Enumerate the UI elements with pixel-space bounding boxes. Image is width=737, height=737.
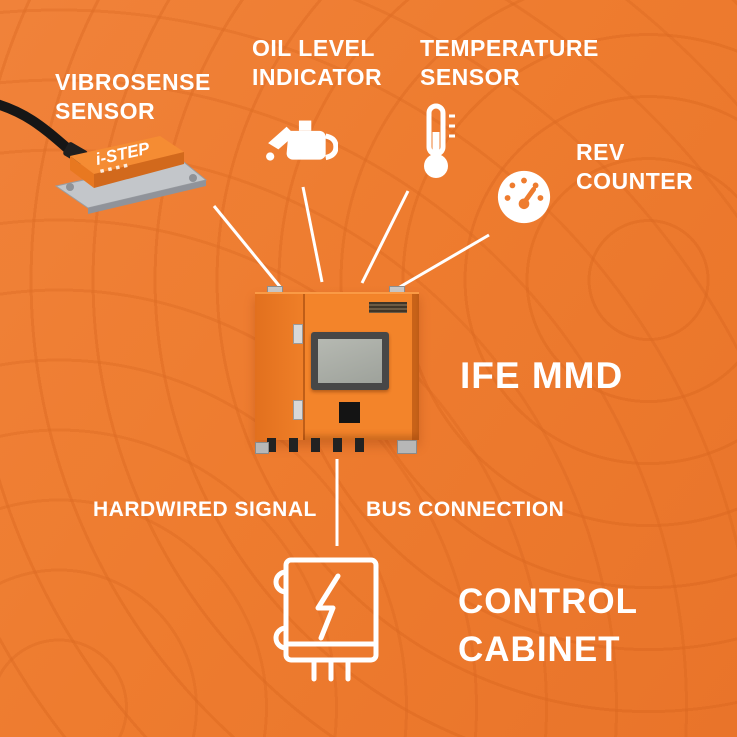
temperature-label-line1: TEMPERATURE (420, 35, 599, 61)
control-cabinet-icon (266, 552, 396, 692)
rev-counter-label: REV COUNTER (576, 138, 693, 196)
line-temperature-to-mmd (360, 190, 410, 284)
ife-mmd-device (255, 286, 419, 454)
rev-label-line1: REV (576, 139, 625, 165)
line-vibrosense-to-mmd (212, 205, 283, 289)
line-oil-to-mmd (301, 186, 324, 283)
display-screen (318, 339, 382, 383)
cable-gland (267, 438, 276, 452)
plate-screw (66, 183, 74, 191)
sensor-box-side (70, 156, 94, 188)
control-cabinet-label: CONTROL CABINET (458, 578, 638, 674)
plate-screw (189, 174, 197, 182)
rev-counter-gauge-icon (495, 168, 553, 226)
oil-can-icon (264, 108, 338, 166)
door-seam (303, 294, 305, 440)
thermometer-icon (417, 102, 457, 184)
display-bezel (311, 332, 389, 390)
cable-gland (311, 438, 320, 452)
hinge (293, 400, 303, 420)
hinge (293, 324, 303, 344)
temperature-label-line2: SENSOR (420, 64, 521, 90)
cabinet-hinge-bump (273, 625, 289, 651)
connector-port (339, 402, 360, 423)
oil-level-indicator-label: OIL LEVEL INDICATOR (252, 34, 382, 92)
rev-label-line2: COUNTER (576, 168, 694, 194)
cabinet-hinge-bump (273, 569, 289, 595)
hardwired-signal-label: HARDWIRED SIGNAL (93, 498, 317, 521)
line-rev-to-mmd (397, 233, 490, 290)
vibrosense-label-line1: VIBROSENSE (55, 69, 211, 95)
temperature-sensor-label: TEMPERATURE SENSOR (420, 34, 599, 92)
bus-connection-label: BUS CONNECTION (366, 498, 565, 521)
sensor-box-front (94, 152, 184, 188)
cable-gland (355, 438, 364, 452)
vibrosense-sensor-photo: i-STEP (0, 96, 212, 218)
oil-label-line1: OIL LEVEL (252, 35, 375, 61)
cabinet-label-line1: CONTROL (458, 582, 639, 621)
sensor-cable (0, 99, 79, 159)
lightning-bolt-icon (315, 573, 341, 641)
vibrosense-label-line2: SENSOR (55, 98, 156, 124)
vent-grille (369, 302, 407, 313)
sensor-box-top (70, 136, 184, 174)
cable-gland (333, 438, 342, 452)
cable-gland (289, 438, 298, 452)
ife-mmd-enclosure (255, 292, 419, 440)
oil-label-line2: INDICATOR (252, 64, 383, 90)
mounting-foot (397, 440, 417, 454)
vibrosense-sensor-label: VIBROSENSE SENSOR (55, 68, 211, 126)
cabinet-label-line2: CABINET (458, 630, 621, 669)
mounting-foot (255, 442, 269, 454)
ife-mmd-label: IFE MMD (460, 355, 624, 396)
mounting-plate-edge (88, 180, 206, 214)
cabinet-legs (311, 657, 351, 682)
